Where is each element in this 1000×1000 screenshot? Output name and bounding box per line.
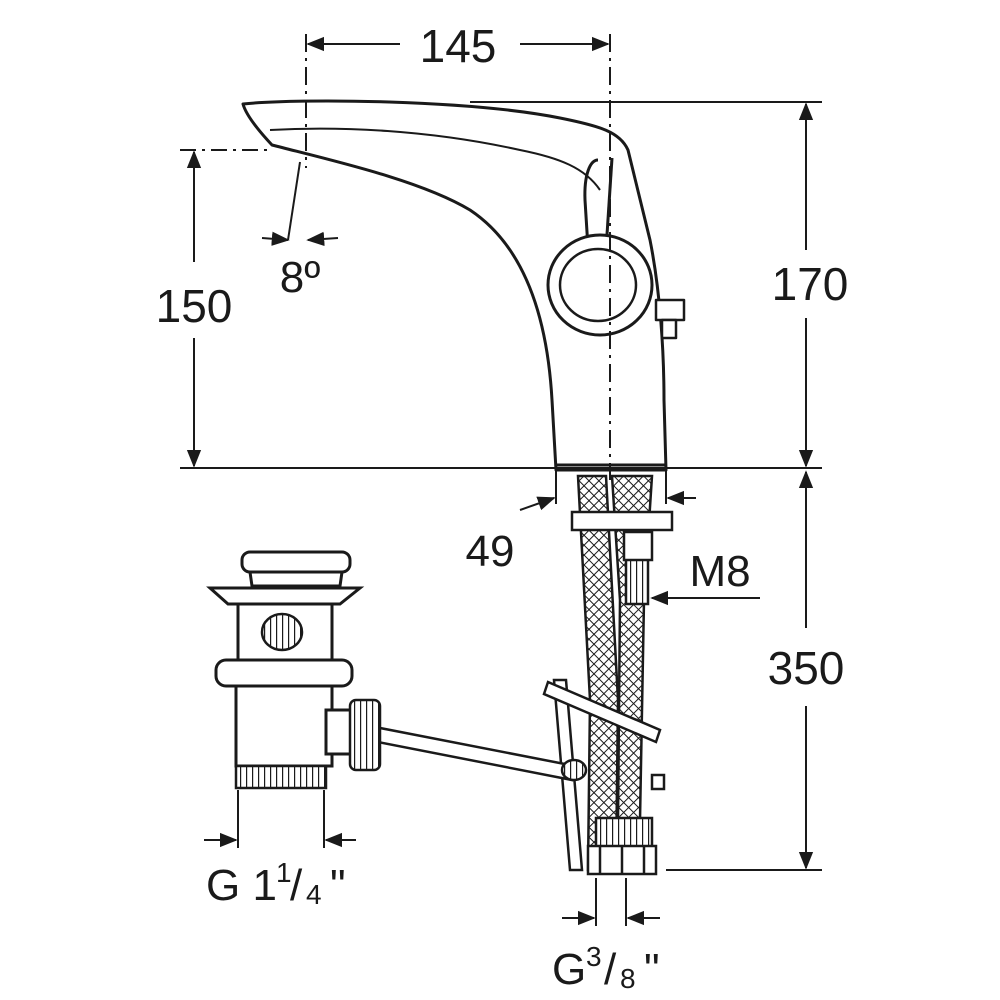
waste-thread-main: G 1: [206, 861, 277, 910]
waste-thread-den: 4: [306, 879, 322, 910]
waste-thread-sep: /: [290, 861, 303, 910]
dim-hose-thread: G 3 / 8 ": [552, 941, 660, 994]
dimension-lines: [180, 34, 822, 926]
hose-thread-num: 3: [586, 941, 602, 972]
dim-spout-reach: 145: [420, 20, 497, 72]
waste-assembly: [206, 550, 382, 790]
hoses-and-fixing: [376, 474, 674, 876]
dim-base-diameter: 49: [466, 527, 515, 576]
hose-thread-unit: ": [644, 945, 660, 994]
waste-thread-num: 1: [276, 857, 292, 888]
hose-thread-main: G: [552, 945, 586, 994]
dim-fixing-thread: M8: [689, 547, 750, 596]
hose-thread-sep: /: [604, 945, 617, 994]
faucet-body: [241, 99, 686, 472]
dim-total-height: 170: [772, 258, 849, 310]
dim-hose-length: 350: [768, 642, 845, 694]
dim-spout-height: 150: [156, 280, 233, 332]
hose-thread-den: 8: [620, 963, 636, 994]
waste-thread-unit: ": [330, 861, 346, 910]
dim-waste-thread: G 1 1 / 4 ": [206, 857, 346, 910]
dim-spout-angle: 8º: [280, 253, 321, 302]
